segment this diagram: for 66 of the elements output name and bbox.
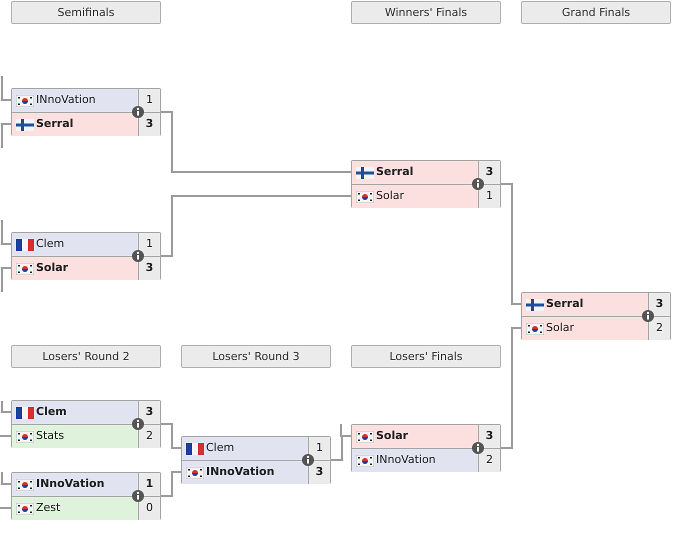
player-name: Serral [376, 165, 414, 179]
round-header [351, 345, 501, 368]
round-title: Losers' Round 2 [42, 350, 130, 363]
match-card [351, 424, 501, 472]
connector-line [1, 220, 11, 245]
connector-line [0, 507, 11, 509]
score: 3 [144, 405, 154, 419]
connector-line [161, 195, 351, 257]
player-name: INnoVation [36, 93, 96, 107]
player-name: Serral [546, 297, 584, 311]
score: 3 [484, 429, 494, 443]
score: 0 [145, 501, 154, 515]
player-name: Solar [376, 429, 408, 443]
match-card [521, 292, 671, 340]
round-header [11, 1, 161, 24]
score: 3 [314, 465, 324, 479]
round-header [181, 345, 331, 368]
round-title: Grand Finals [562, 6, 630, 19]
score: 2 [485, 453, 494, 467]
player-name: Zest [36, 501, 60, 515]
player-name: Solar [546, 321, 574, 335]
connector-line [0, 435, 11, 437]
player-name: INnoVation [376, 453, 436, 467]
player-name: Stats [36, 429, 64, 443]
score: 1 [145, 237, 154, 251]
player-name: Serral [36, 117, 74, 131]
match-card [11, 232, 161, 280]
round-title: Winners' Finals [384, 6, 468, 19]
player-name: INnoVation [206, 465, 274, 479]
score: 1 [315, 441, 324, 455]
score: 1 [144, 477, 154, 491]
match-card [181, 436, 331, 484]
round-title: Semifinals [58, 6, 114, 19]
round-title: Losers' Finals [389, 350, 463, 363]
score: 2 [655, 321, 664, 335]
match-card [351, 160, 501, 208]
connector-line [501, 327, 521, 449]
connector-line [161, 111, 351, 173]
player-name: Solar [376, 189, 404, 203]
connector-line [501, 183, 521, 305]
player-name: Clem [36, 405, 67, 419]
connector-line [1, 267, 11, 292]
score: 1 [485, 189, 494, 203]
match-card [11, 88, 161, 136]
round-header [11, 345, 161, 368]
connector-line [1, 401, 11, 413]
score: 3 [144, 117, 154, 131]
round-header [521, 1, 671, 24]
score: 3 [144, 261, 154, 275]
player-name: Clem [36, 237, 64, 251]
score: 2 [145, 429, 154, 443]
connector-line [1, 76, 11, 101]
player-name: Solar [36, 261, 68, 275]
match-card [11, 400, 161, 448]
score: 3 [484, 165, 494, 179]
connector-line [1, 472, 11, 485]
connector-line [1, 123, 11, 148]
round-header [351, 1, 501, 24]
score: 3 [654, 297, 664, 311]
round-title: Losers' Round 3 [212, 350, 300, 363]
match-card [11, 472, 161, 520]
score: 1 [145, 93, 154, 107]
player-name: Clem [206, 441, 234, 455]
player-name: INnoVation [36, 477, 104, 491]
connector-line [161, 471, 181, 497]
connector-line [161, 423, 181, 449]
